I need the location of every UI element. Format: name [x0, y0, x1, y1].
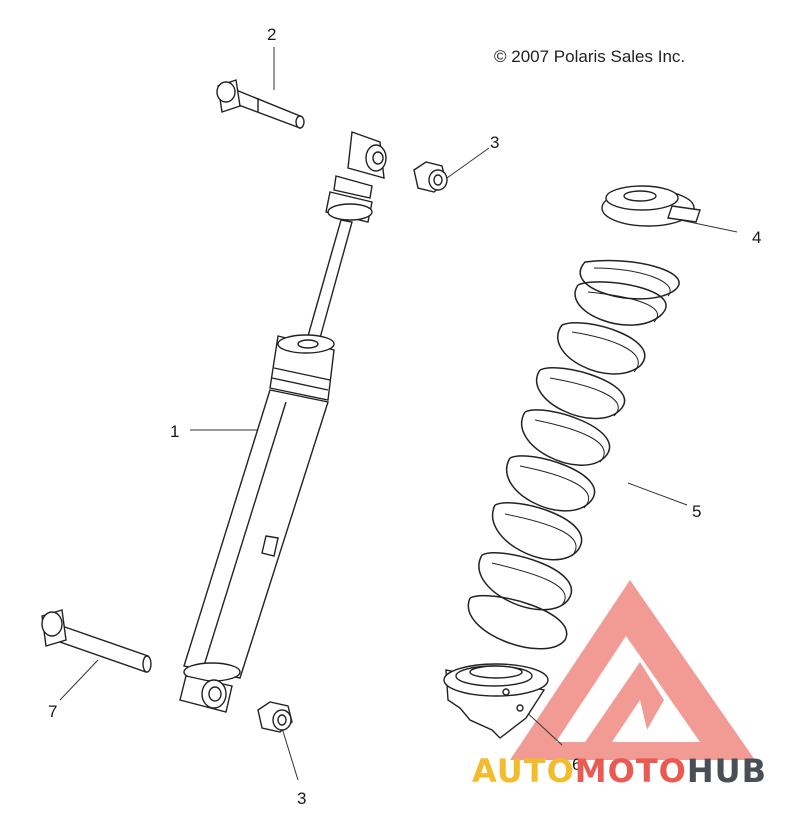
- spring-retainer-part: [602, 186, 700, 226]
- lower-nut-part: [258, 702, 292, 732]
- callout-spring: 5: [692, 502, 702, 521]
- copyright-notice: © 2007 Polaris Sales Inc.: [494, 47, 686, 66]
- lower-bolt-part: [42, 610, 151, 672]
- watermark-brand: AUTOMOTOHUB: [472, 752, 767, 790]
- leader-line-3-bottom: [282, 728, 298, 780]
- watermark-logo: [510, 580, 755, 760]
- leader-line-5: [628, 483, 687, 505]
- callout-spring-retainer: 4: [752, 228, 762, 247]
- upper-nut-part: [414, 162, 447, 192]
- callout-upper-bolt: 2: [267, 25, 277, 44]
- callout-lower-bolt: 7: [48, 702, 58, 721]
- brand-moto: MOTO: [574, 752, 687, 790]
- spring-seat-part: [444, 664, 548, 738]
- callout-lower-nut: 3: [297, 789, 307, 808]
- leader-line-7: [60, 660, 98, 700]
- brand-auto: AUTO: [472, 752, 575, 790]
- shock-absorber-part: [180, 132, 386, 712]
- callout-upper-nut: 3: [490, 133, 500, 152]
- upper-bolt-part: [217, 80, 304, 128]
- callout-spring-seat: 6: [572, 755, 582, 774]
- leader-lines: [60, 47, 737, 780]
- leader-line-3-top: [447, 148, 489, 178]
- callout-shock: 1: [170, 422, 180, 441]
- coil-spring-part: [468, 261, 679, 649]
- leader-line-4: [680, 220, 737, 232]
- brand-hub: HUB: [686, 752, 768, 790]
